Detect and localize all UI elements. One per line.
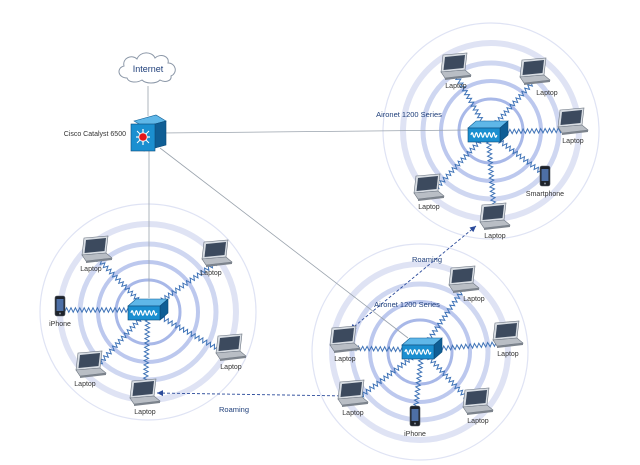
iphone-device-left[interactable]: iPhone — [49, 295, 71, 328]
laptop-label: Laptop — [200, 270, 222, 277]
link-router-ap-top — [161, 129, 471, 134]
laptop-icon — [492, 320, 524, 348]
laptop-tr-3[interactable]: Laptop — [557, 107, 589, 145]
laptop-label: Laptop — [484, 233, 506, 240]
ap-bottom-label: Aironet 1200 Series — [374, 300, 440, 309]
laptop-icon — [440, 52, 472, 80]
laptop-label: Laptop — [74, 381, 96, 388]
laptop-label: Laptop — [445, 83, 467, 90]
laptop-icon — [129, 378, 161, 406]
laptop-label: Laptop — [463, 296, 485, 303]
laptop-label: Laptop — [497, 351, 519, 358]
access-point-top[interactable] — [467, 120, 509, 143]
rings-bottom-right — [311, 243, 529, 461]
laptop-label: Laptop — [80, 266, 102, 273]
laptop-label: Laptop — [342, 410, 364, 417]
wireless-link — [412, 349, 425, 416]
laptop-br-4[interactable]: Laptop — [337, 379, 369, 417]
internet-cloud: Internet — [118, 52, 176, 84]
laptop-icon — [519, 57, 551, 85]
cisco-switch-icon — [130, 114, 167, 152]
laptop-label: Laptop — [334, 356, 356, 363]
laptop-label: Laptop — [467, 418, 489, 425]
cisco-catalyst-switch[interactable]: Cisco Catalyst 6500 — [64, 114, 167, 152]
laptop-tr-2[interactable]: Laptop — [519, 57, 558, 97]
laptop-icon — [329, 325, 361, 353]
laptop-br-1[interactable]: Laptop — [448, 265, 485, 303]
laptop-label: Laptop — [220, 364, 242, 371]
laptop-label: Laptop — [536, 90, 558, 97]
laptop-icon — [75, 350, 107, 378]
access-point-bottom[interactable] — [401, 337, 443, 360]
phone-icon — [409, 405, 421, 427]
access-point-left[interactable] — [127, 298, 169, 321]
access-point-icon — [467, 120, 509, 143]
phone-icon — [539, 165, 551, 187]
cloud-icon — [118, 52, 176, 84]
wireless-coverage-rings — [39, 22, 600, 461]
laptop-icon — [215, 333, 247, 361]
laptop-br-2[interactable]: Laptop — [492, 320, 524, 358]
iphone-label: iPhone — [404, 431, 426, 438]
access-point-icon — [127, 298, 169, 321]
laptop-tr-5[interactable]: Laptop — [479, 202, 511, 240]
laptop-l-3[interactable]: Laptop — [215, 333, 247, 371]
laptop-l-2[interactable]: Laptop — [200, 239, 233, 277]
laptop-icon — [479, 202, 511, 230]
access-point-icon — [401, 337, 443, 360]
router-label: Cisco Catalyst 6500 — [64, 131, 126, 138]
laptop-icon — [448, 265, 480, 293]
laptop-l-1[interactable]: Laptop — [80, 235, 113, 273]
laptop-l-5[interactable]: Laptop — [129, 378, 161, 416]
laptop-label: Laptop — [134, 409, 156, 416]
iphone-label: iPhone — [49, 321, 71, 328]
device-labels: Aironet 1200 Series Aironet 1200 Series … — [219, 110, 442, 414]
ap-top-label: Aironet 1200 Series — [376, 110, 442, 119]
laptop-icon — [81, 235, 113, 263]
laptop-icon — [557, 107, 589, 135]
laptop-label: Laptop — [562, 138, 584, 145]
laptop-br-5[interactable]: Laptop — [329, 325, 361, 363]
laptop-icon — [462, 387, 494, 415]
wired-links — [147, 86, 471, 339]
laptop-icon — [337, 379, 369, 407]
iphone-device-bottom[interactable]: iPhone — [404, 405, 426, 438]
laptop-icon — [201, 239, 233, 267]
internet-label: Internet — [133, 64, 164, 74]
roaming-lower-label: Roaming — [219, 405, 249, 414]
phone-icon — [54, 295, 66, 317]
laptop-icon — [413, 173, 445, 201]
link-router-ap-bottom — [159, 147, 409, 339]
roaming-upper-label: Roaming — [412, 255, 442, 264]
devices: LaptopLaptopLaptopLaptopLaptopLaptopLapt… — [49, 52, 589, 438]
laptop-tr-1[interactable]: Laptop — [440, 52, 472, 90]
smartphone-label: Smartphone — [526, 191, 564, 198]
laptop-l-4[interactable]: Laptop — [74, 350, 107, 388]
smartphone-device[interactable]: Smartphone — [526, 165, 564, 198]
laptop-br-3[interactable]: Laptop — [462, 387, 494, 425]
laptop-label: Laptop — [418, 204, 440, 211]
laptop-tr-4[interactable]: Laptop — [413, 173, 445, 211]
